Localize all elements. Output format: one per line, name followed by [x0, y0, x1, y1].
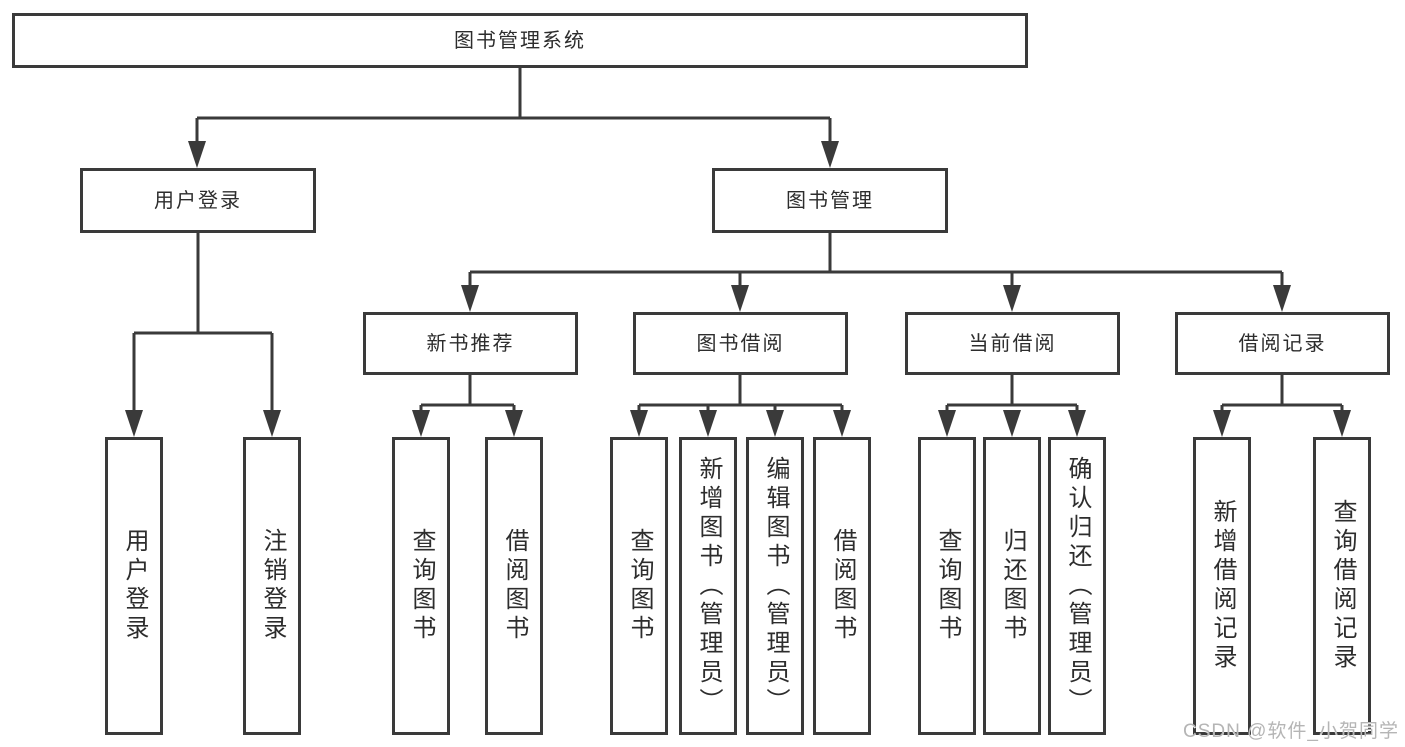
leaf-logout: 注销登录: [243, 437, 301, 735]
node-book-borrowing: 图书借阅: [633, 312, 848, 375]
tree-edges: [132, 68, 1344, 412]
leaf-query-borrow-record: 查询借阅记录: [1313, 437, 1371, 735]
leaf-add-borrow-record: 新增借阅记录: [1193, 437, 1251, 735]
arrowheads: [125, 141, 1351, 437]
leaf-user-login: 用户登录: [105, 437, 163, 735]
node-book-management: 图书管理: [712, 168, 948, 233]
leaf-query-books-recommend: 查询图书: [392, 437, 450, 735]
leaf-borrow-books: 借阅图书: [813, 437, 871, 735]
node-borrowing-records: 借阅记录: [1175, 312, 1390, 375]
leaf-edit-books-admin: 编辑图书（管理员）: [746, 437, 804, 735]
node-user-login: 用户登录: [80, 168, 316, 233]
leaf-return-books: 归还图书: [983, 437, 1041, 735]
leaf-query-books-current: 查询图书: [918, 437, 976, 735]
node-current-borrowing: 当前借阅: [905, 312, 1120, 375]
leaf-borrow-books-recommend: 借阅图书: [485, 437, 543, 735]
leaf-confirm-return-admin: 确认归还（管理员）: [1048, 437, 1106, 735]
csdn-watermark: CSDN @软件_小贺同学: [1183, 721, 1399, 742]
leaf-query-books-borrow: 查询图书: [610, 437, 668, 735]
leaf-add-books-admin: 新增图书（管理员）: [679, 437, 737, 735]
node-new-book-recommendation: 新书推荐: [363, 312, 578, 375]
node-root-system: 图书管理系统: [12, 13, 1028, 68]
